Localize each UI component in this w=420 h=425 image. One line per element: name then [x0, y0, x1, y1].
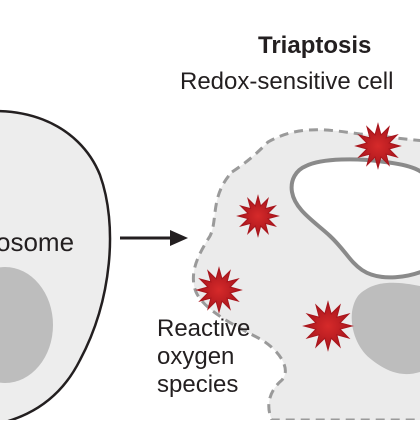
left-cell-label: osome: [0, 227, 75, 257]
starburst-icon: [236, 194, 280, 238]
ros-label-line-3: species: [157, 371, 239, 398]
starburst-icon: [302, 300, 354, 352]
left-cell-nucleus: [0, 267, 53, 383]
organelle-outline: [289, 157, 420, 280]
ros-label-line-2: oxygen: [157, 343, 235, 370]
right-cell-nucleus: [351, 282, 420, 375]
ros-label-line-1: Reactive: [157, 315, 251, 342]
subtitle: Redox-sensitive cell: [180, 68, 394, 95]
starburst-icon: [195, 266, 243, 314]
title: Triaptosis: [258, 32, 372, 59]
ros-burst-group: [195, 122, 402, 352]
ros-label: Reactive oxygen species: [157, 315, 267, 399]
arrow-right-icon: [120, 230, 188, 246]
starburst-icon: [354, 122, 402, 170]
